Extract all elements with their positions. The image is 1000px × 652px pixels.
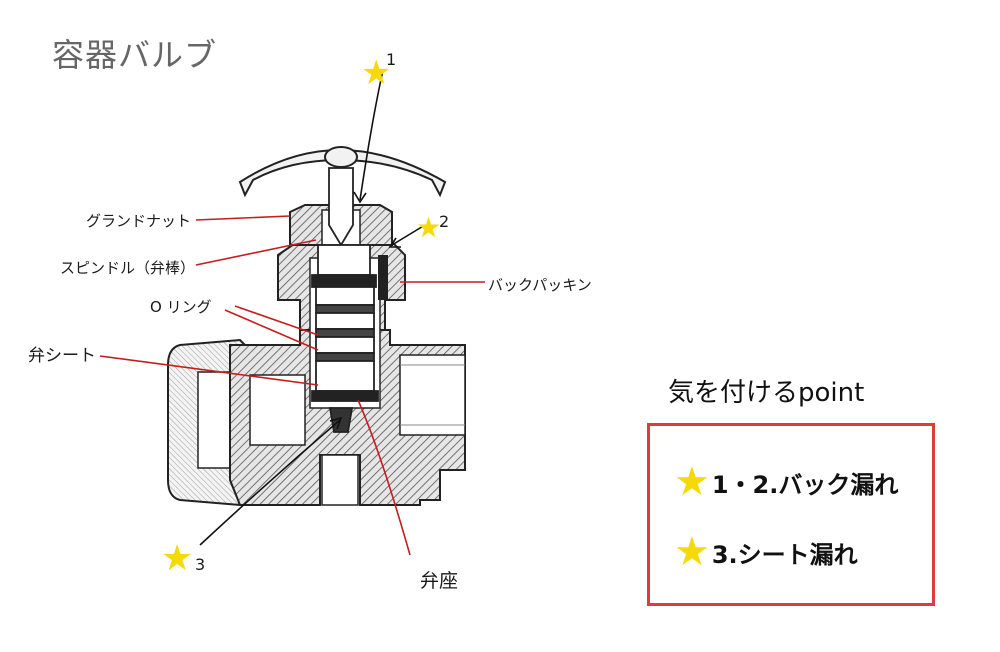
handle [238, 146, 447, 198]
checkpoint-item-1-text: 1・2.バック漏れ [711, 470, 899, 499]
leader-lines-red [99, 215, 485, 556]
spindle-shape [311, 167, 379, 433]
label-valve-sheet: 弁シート [28, 346, 96, 366]
checkpoint-item-2-text: 3.シート漏れ [711, 540, 858, 569]
checkpoint-item-2: ★ 3.シート漏れ [674, 532, 858, 572]
leader-lines-black [199, 69, 426, 546]
back-packing-shape [378, 255, 388, 300]
marker-2-label: 2 [439, 212, 450, 231]
label-valve-seat: 弁座 [420, 570, 459, 592]
marker-1-label: 1 [386, 50, 397, 69]
diagram-title: 容器バルブ [52, 36, 218, 74]
star-marker-3: ★ [161, 538, 194, 579]
label-o-ring: O リング [150, 298, 212, 316]
checkpoints-title: 気を付けるpoint [668, 378, 865, 408]
star-icon: ★ [674, 529, 710, 575]
star-icon: ★ [674, 459, 710, 505]
checkpoints-box: ★ 1・2.バック漏れ ★ 3.シート漏れ [647, 423, 935, 606]
star-marker-2: ★ [416, 211, 442, 244]
marker-3-label: 3 [195, 555, 206, 574]
label-gland-nut: グランドナット [86, 212, 192, 230]
checkpoint-item-1: ★ 1・2.バック漏れ [674, 462, 898, 502]
label-back-packing: バックパッキン [488, 276, 592, 294]
star-marker-1: ★ [361, 53, 392, 93]
label-spindle: スピンドル（弁棒） [60, 259, 196, 277]
